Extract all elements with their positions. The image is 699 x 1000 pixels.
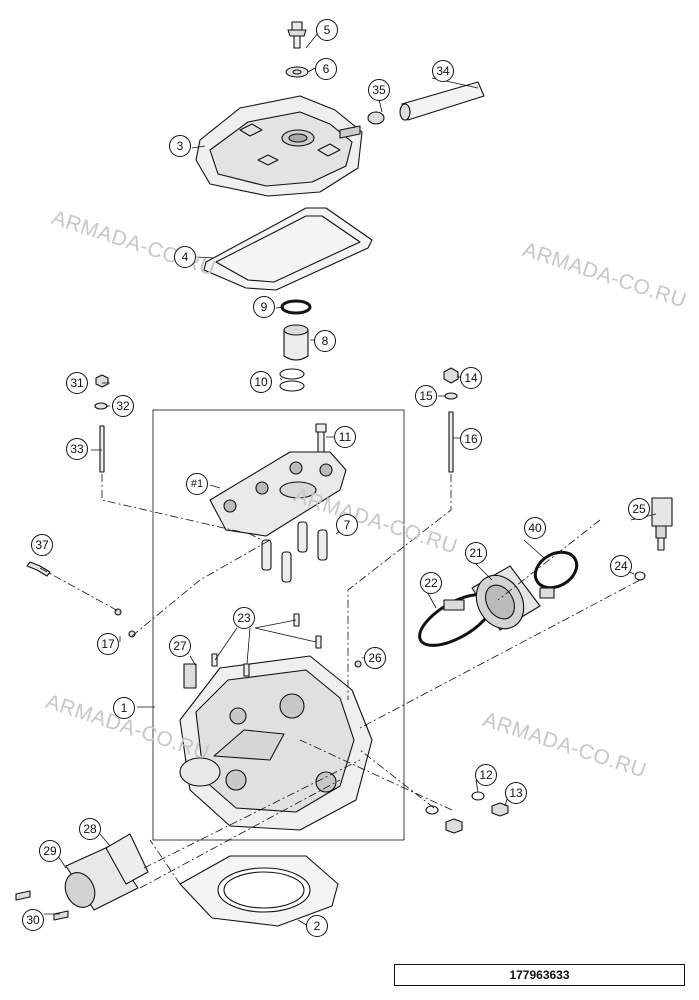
- head-assembly-frame: [152, 409, 405, 841]
- bolt-5-drawing: [287, 21, 307, 49]
- callout-4: 4: [174, 246, 196, 268]
- stud-33-drawing: [99, 425, 105, 473]
- washer-15-drawing: [444, 392, 458, 400]
- valve-cover-drawing: [195, 95, 363, 197]
- plug-13-drawing: [491, 802, 509, 817]
- nut-14-drawing: [443, 367, 459, 384]
- callout-23: 23: [233, 607, 255, 629]
- callout-40: 40: [524, 517, 546, 539]
- callout-27: 27: [169, 635, 191, 657]
- callout-29: 29: [39, 840, 61, 862]
- callout-35: 35: [368, 79, 390, 101]
- callout-8: 8: [314, 330, 336, 352]
- callout-3: 3: [169, 135, 191, 157]
- callout-32: 32: [112, 395, 134, 417]
- callout-34: 34: [432, 60, 454, 82]
- callout-30: 30: [22, 909, 44, 931]
- valve-cover-gasket-drawing: [203, 207, 373, 291]
- dowel-pins-drawing: [211, 613, 322, 677]
- callout-13: 13: [505, 782, 527, 804]
- nut-31-drawing: [95, 374, 109, 388]
- callout-bridge: #1: [186, 473, 208, 495]
- callout-9: 9: [253, 296, 275, 318]
- valve-lifters-drawing: [261, 521, 328, 583]
- intake-flange-drawing: [471, 565, 541, 631]
- callout-26: 26: [364, 647, 386, 669]
- callout-21: 21: [465, 542, 487, 564]
- temperature-sensor-drawing: [651, 497, 673, 551]
- callout-24: 24: [610, 555, 632, 577]
- o-ring-9-drawing: [280, 299, 312, 315]
- seal-ring-12-drawing: [471, 791, 485, 801]
- callout-2: 2: [306, 915, 328, 937]
- callout-7: 7: [336, 514, 358, 536]
- washer-32-drawing: [94, 402, 108, 410]
- washer-6-drawing: [285, 66, 309, 78]
- stud-16-drawing: [448, 411, 454, 473]
- callout-15: 15: [415, 385, 437, 407]
- callout-37: 37: [31, 534, 53, 556]
- intake-clamp-40-drawing: [533, 550, 579, 599]
- callout-16: 16: [460, 428, 482, 450]
- spark-plug-sleeve-drawing: [283, 324, 309, 361]
- callout-17: 17: [97, 633, 119, 655]
- callout-10: 10: [250, 371, 272, 393]
- diagram-part-number: 177963633: [394, 964, 685, 986]
- callout-33: 33: [66, 438, 88, 460]
- intake-clamp-22-drawing: [418, 593, 494, 647]
- screw-37-drawing: [26, 561, 51, 577]
- callout-25: 25: [628, 498, 650, 520]
- cylinder-head-drawing: [179, 655, 373, 831]
- callout-11: 11: [334, 426, 356, 448]
- callout-6: 6: [315, 58, 337, 80]
- intake-manifold-drawing: [64, 833, 149, 911]
- callout-14: 14: [460, 367, 482, 389]
- head-gasket-drawing: [179, 855, 339, 927]
- callout-22: 22: [420, 572, 442, 594]
- callout-5: 5: [316, 19, 338, 41]
- camshaft-bridge-drawing: [209, 451, 347, 537]
- breather-hose-drawing: [399, 81, 485, 121]
- o-ring-10-drawing: [279, 368, 305, 380]
- callout-28: 28: [79, 818, 101, 840]
- callout-31: 31: [66, 372, 88, 394]
- callout-12: 12: [475, 764, 497, 786]
- callout-1: 1: [113, 697, 135, 719]
- hose-clamp-drawing: [367, 111, 385, 125]
